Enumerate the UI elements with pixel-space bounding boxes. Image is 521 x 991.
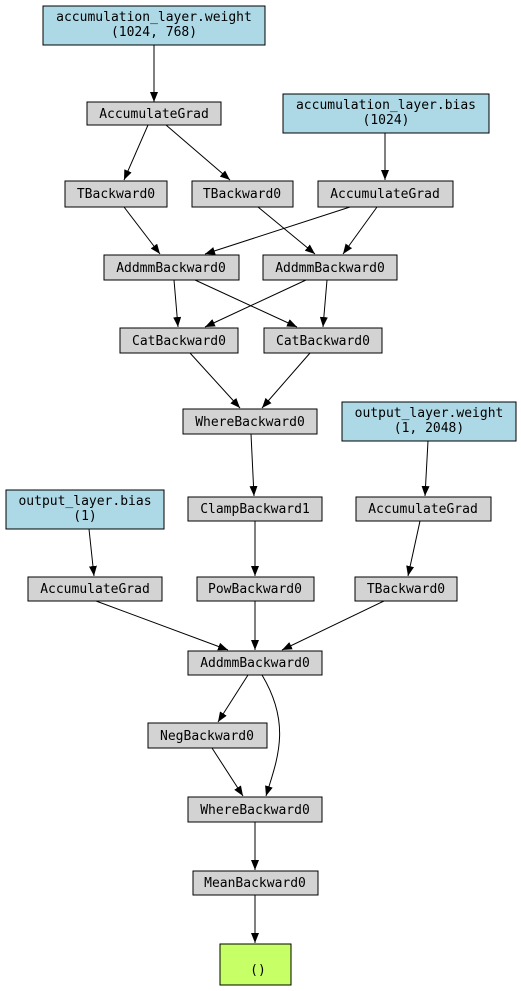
node-box [191, 180, 294, 208]
output-node: () [219, 943, 292, 986]
param-title: accumulation_layer.bias [296, 98, 476, 113]
op-node-accumulategrad: AccumulateGrad [355, 496, 492, 522]
edge-addmm2-to-cat1 [204, 279, 307, 328]
edge-addmm2-to-cat2 [319, 279, 328, 328]
node-label: WhereBackward0 [195, 415, 305, 430]
op-node-addmmbackward: AddmmBackward0 [187, 650, 323, 676]
node-label: AddmmBackward0 [200, 656, 310, 671]
node-box [187, 650, 323, 676]
node-box [27, 576, 163, 602]
edge-tback1-to-addmm1 [123, 206, 161, 255]
node-box [147, 722, 268, 749]
node-label: TBackward0 [367, 582, 445, 597]
node-box [86, 101, 222, 126]
edge-cat2-to-where1 [261, 352, 311, 409]
op-node-accumulategrad: AccumulateGrad [317, 180, 454, 208]
node-label: TBackward0 [77, 187, 155, 202]
edge-accgrad4-to-addmm3 [95, 600, 229, 651]
node-box [354, 576, 458, 602]
edge-addmm3-to-neg [217, 674, 249, 723]
param-shape: (1, 2048) [394, 421, 464, 436]
edge-tback2-to-addmm2 [257, 206, 316, 255]
node-label: TBackward0 [203, 187, 281, 202]
edges [88, 45, 430, 943]
op-node-addmmbackward: AddmmBackward0 [262, 254, 398, 281]
op-node-accumulategrad: AccumulateGrad [86, 101, 222, 126]
edge-accgrad2-to-addmm2 [342, 206, 378, 255]
param-title: output_layer.weight [355, 406, 504, 421]
op-node-wherebackward: WhereBackward0 [182, 408, 318, 435]
node-label: AccumulateGrad [368, 502, 478, 517]
op-node-meanbackward: MeanBackward0 [192, 870, 319, 896]
node-box [187, 496, 323, 522]
node-box [64, 180, 168, 208]
param-node-output-layer-weight: output_layer.weight (1, 2048) [341, 401, 517, 442]
node-label: () [250, 963, 266, 978]
op-node-clampbackward: ClampBackward1 [187, 496, 323, 522]
node-box [5, 489, 165, 530]
node-box [317, 180, 454, 208]
node-box [103, 254, 240, 281]
op-node-wherebackward: WhereBackward0 [187, 796, 323, 823]
node-label: CatBackward0 [132, 334, 226, 349]
op-node-accumulategrad: AccumulateGrad [27, 576, 163, 602]
node-label: PowBackward0 [208, 582, 302, 597]
op-node-tbackward: TBackward0 [191, 180, 294, 208]
node-label: CatBackward0 [276, 334, 370, 349]
node-label: AccumulateGrad [99, 107, 209, 122]
edge-addmm3-to-where2 [261, 674, 281, 797]
node-box [355, 496, 492, 522]
param-title: accumulation_layer.weight [56, 10, 252, 25]
node-box [187, 796, 323, 823]
op-node-catbackward: CatBackward0 [119, 327, 239, 354]
edge-accgrad3-to-tback3 [406, 520, 421, 577]
node-label: AddmmBackward0 [275, 261, 385, 276]
edge-neg-to-where2 [211, 747, 244, 797]
node-box [262, 254, 398, 281]
edge-addmm1-to-cat2 [194, 279, 298, 328]
edge-outweight-to-accgrad3 [421, 440, 430, 497]
node-box [341, 401, 517, 442]
edge-accgrad2-to-addmm1 [204, 206, 351, 255]
node-box [182, 408, 318, 435]
node-box [282, 93, 490, 134]
node-box [119, 327, 239, 354]
op-node-negbackward: NegBackward0 [147, 722, 268, 749]
param-node-output-layer-bias: output_layer.bias (1) [5, 489, 165, 530]
node-box [263, 327, 383, 354]
op-node-powbackward: PowBackward0 [196, 576, 315, 602]
edge-where1-to-clamp [249, 433, 258, 497]
nodes: accumulation_layer.weight (1024, 768) Ac… [5, 5, 517, 986]
node-label: WhereBackward0 [200, 803, 310, 818]
param-shape: (1024, 768) [111, 25, 197, 40]
node-label: NegBackward0 [160, 729, 254, 744]
edge-cat1-to-where1 [189, 352, 241, 409]
node-label: ClampBackward1 [200, 502, 310, 517]
param-shape: (1024) [363, 113, 410, 128]
param-node-accumulation-layer-bias: accumulation_layer.bias (1024) [282, 93, 490, 134]
op-node-tbackward: TBackward0 [64, 180, 168, 208]
op-node-addmmbackward: AddmmBackward0 [103, 254, 240, 281]
edge-accgrad1-to-tback1 [123, 124, 149, 181]
node-label: AddmmBackward0 [116, 261, 226, 276]
op-node-tbackward: TBackward0 [354, 576, 458, 602]
node-box [192, 870, 319, 896]
param-shape: (1) [73, 509, 96, 524]
edge-accgrad1-to-tback2 [165, 124, 231, 181]
op-node-catbackward: CatBackward0 [263, 327, 383, 354]
node-box [42, 5, 266, 46]
node-label: AccumulateGrad [330, 187, 440, 202]
node-box [196, 576, 315, 602]
edge-tback3-to-addmm3 [281, 600, 385, 651]
edge-addmm1-to-cat1 [173, 279, 182, 328]
node-box [219, 943, 292, 986]
node-label: AccumulateGrad [40, 582, 150, 597]
node-label: MeanBackward0 [204, 876, 306, 891]
param-node-accumulation-layer-weight: accumulation_layer.weight (1024, 768) [42, 5, 266, 46]
edge-outbias-to-accgrad4 [88, 528, 97, 577]
param-title: output_layer.bias [18, 494, 151, 509]
